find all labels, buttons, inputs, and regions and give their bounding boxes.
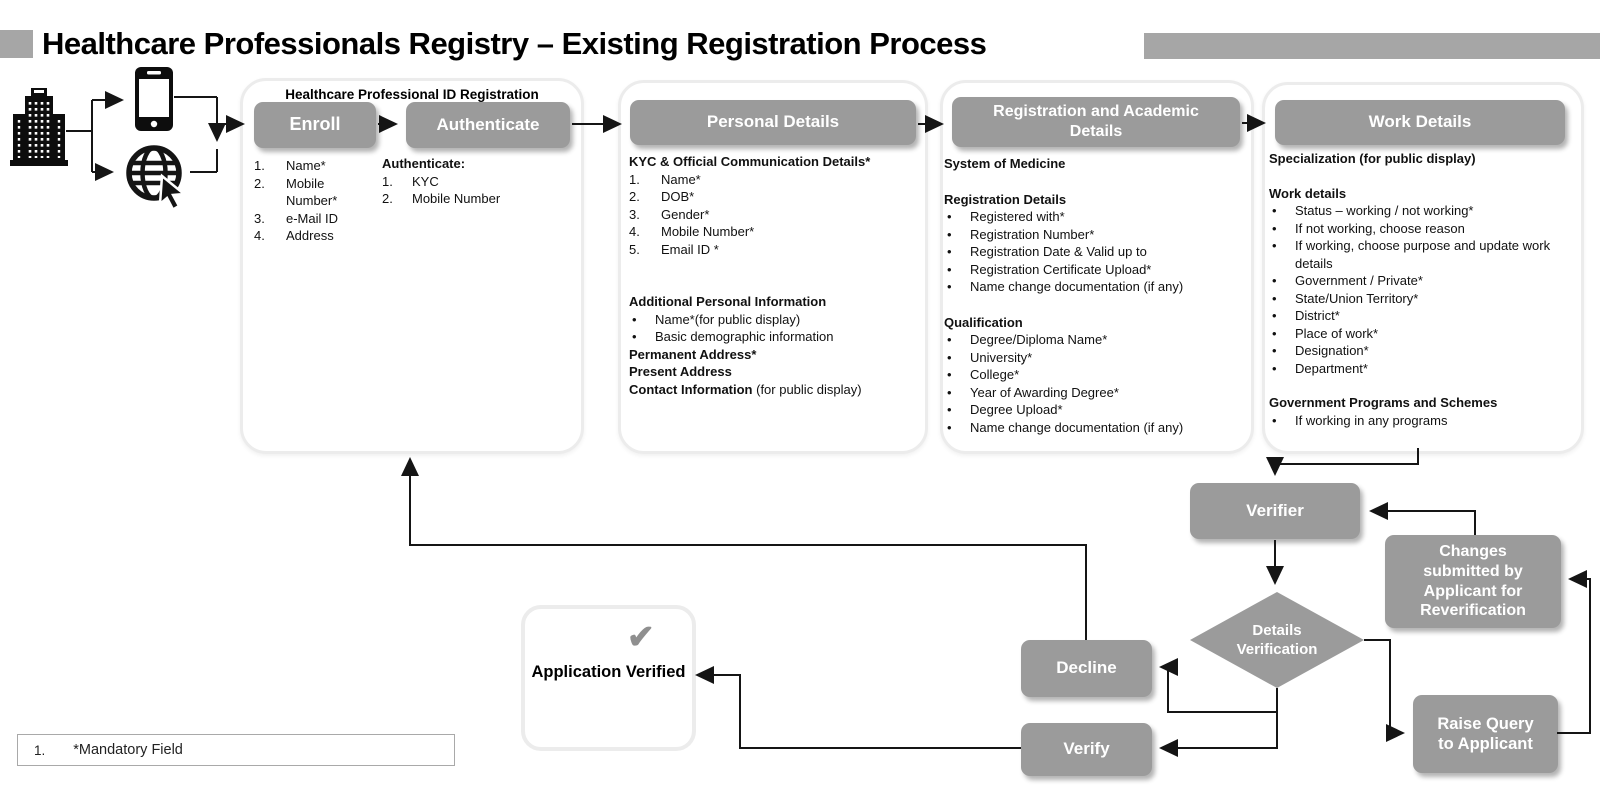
list-item: 1.Name* — [629, 171, 701, 187]
list-item: 2.DOB* — [629, 189, 695, 204]
authenticate-items: 1.KYC 2.Mobile Number — [382, 173, 567, 208]
building-icon — [10, 88, 68, 166]
list-item: •University* — [947, 349, 1033, 365]
section-heading: Government Programs and Schemes — [1269, 395, 1498, 410]
list-item: •Degree/Diploma Name* — [947, 332, 1108, 347]
enroll-node: Enroll — [254, 102, 376, 148]
list-item: •State/Union Territory* — [1272, 290, 1419, 306]
section-heading: Work details — [1269, 185, 1347, 201]
cursor-icon — [158, 173, 188, 210]
list-item: 3.Gender* — [629, 206, 710, 222]
list-item: 1.KYC — [382, 173, 439, 189]
list-item: •Name change documentation (if any) — [947, 279, 1184, 294]
list-item: 4.Address — [254, 228, 334, 243]
connector-decline-restart — [401, 457, 1087, 640]
personal-details-node: Personal Details — [630, 100, 916, 145]
list-item: •District* — [1272, 308, 1340, 323]
list-item: 3.e-Mail ID — [254, 210, 339, 226]
application-verified-box: ✔ Application Verified — [521, 605, 696, 751]
work-details-node: Work Details — [1275, 100, 1565, 145]
section-heading: Specialization (for public display) — [1269, 151, 1476, 166]
page-title: Healthcare Professionals Registry – Exis… — [42, 26, 987, 61]
list-item: •If not working, choose reason — [1272, 220, 1465, 236]
title-bar-right-block — [1144, 33, 1600, 59]
section-heading: Qualification — [944, 314, 1023, 330]
spacer — [1269, 377, 1557, 394]
list-item: •Basic demographic information — [632, 329, 834, 344]
section-heading: KYC & Official Communication Details* — [629, 154, 871, 169]
list-item: •Status – working / not working* — [1272, 203, 1474, 218]
list-item: •Registration Certificate Upload* — [947, 261, 1152, 277]
spacer — [944, 173, 1242, 191]
list-item: 5.Email ID * — [629, 241, 719, 257]
authenticate-node: Authenticate — [406, 102, 570, 148]
connector-decision-verify — [1159, 712, 1278, 757]
verify-node: Verify — [1021, 723, 1152, 776]
list-item: •Year of Awarding Degree* — [947, 384, 1119, 400]
spacer — [1269, 168, 1557, 185]
connector-verify-appverified — [695, 666, 1021, 749]
section-heading: Permanent Address* — [629, 346, 757, 362]
section-heading: Contact Information (for public display) — [629, 381, 862, 397]
list-item: •Place of work* — [1272, 325, 1379, 341]
spacer — [944, 296, 1242, 314]
verifier-node: Verifier — [1190, 483, 1360, 539]
list-item: 2.Mobile Number — [382, 191, 501, 206]
check-icon: ✔ — [627, 618, 655, 655]
raise-query-node: Raise Query to Applicant — [1413, 695, 1558, 773]
list-item: 1.Name* — [254, 158, 326, 173]
list-item: •Designation* — [1272, 343, 1369, 358]
list-item: •Registered with* — [947, 209, 1065, 224]
spacer — [629, 258, 917, 293]
connector-changes-verifier — [1369, 502, 1476, 535]
mandatory-field-note: 1. *Mandatory Field — [17, 734, 455, 766]
web-globe-icon — [126, 145, 188, 210]
list-item: •Department* — [1272, 360, 1368, 376]
decision-label: Details Verification — [1236, 621, 1318, 659]
section-heading: Registration Details — [944, 191, 1067, 207]
list-item: •If working, choose purpose and update w… — [1272, 238, 1551, 271]
list-item: •College* — [947, 367, 1020, 382]
work-details-list: Specialization (for public display) Work … — [1269, 150, 1557, 429]
connector-decision-raisequery — [1364, 639, 1405, 742]
list-item: 4.Mobile Number* — [629, 224, 755, 239]
authenticate-list: Authenticate: 1.KYC 2.Mobile Number — [382, 155, 567, 208]
enroll-list: 1.Name* 2.Mobile Number*3.e-Mail ID 4.Addr… — [254, 157, 376, 245]
section-heading: Present Address — [629, 364, 732, 379]
stage-caption: Healthcare Professional ID Registration — [285, 87, 539, 102]
list-item: •Degree Upload* — [947, 402, 1063, 417]
list-item: •If working in any programs — [1272, 412, 1448, 428]
application-verified-label: Application Verified — [531, 663, 686, 681]
title-bar-left-block — [0, 30, 33, 58]
list-item: •Registration Date & Valid up to — [947, 244, 1147, 259]
personal-details-list: KYC & Official Communication Details* 1.N… — [629, 153, 917, 398]
connector-building-branch — [66, 100, 93, 172]
section-heading: Authenticate: — [382, 156, 466, 171]
footnote-number: 1. — [34, 742, 46, 758]
smartphone-icon — [135, 67, 173, 131]
decline-node: Decline — [1021, 640, 1152, 697]
changes-resubmitted-node: Changes submitted by Applicant for Rever… — [1385, 535, 1561, 628]
footnote-text: *Mandatory Field — [73, 742, 183, 758]
list-item: •Name*(for public display) — [632, 311, 801, 327]
registration-academic-node: Registration and Academic Details — [952, 97, 1240, 147]
section-heading: System of Medicine — [944, 156, 1066, 171]
list-item: •Registration Number* — [947, 226, 1095, 242]
details-verification-decision: Details Verification — [1190, 592, 1364, 688]
connector-raisequery-changes — [1557, 570, 1591, 734]
list-item: 2.Mobile Number* — [254, 175, 338, 209]
list-item: •Name change documentation (if any) — [947, 419, 1184, 435]
section-heading: Additional Personal Information — [629, 294, 827, 309]
list-item: •Government / Private* — [1272, 273, 1423, 288]
